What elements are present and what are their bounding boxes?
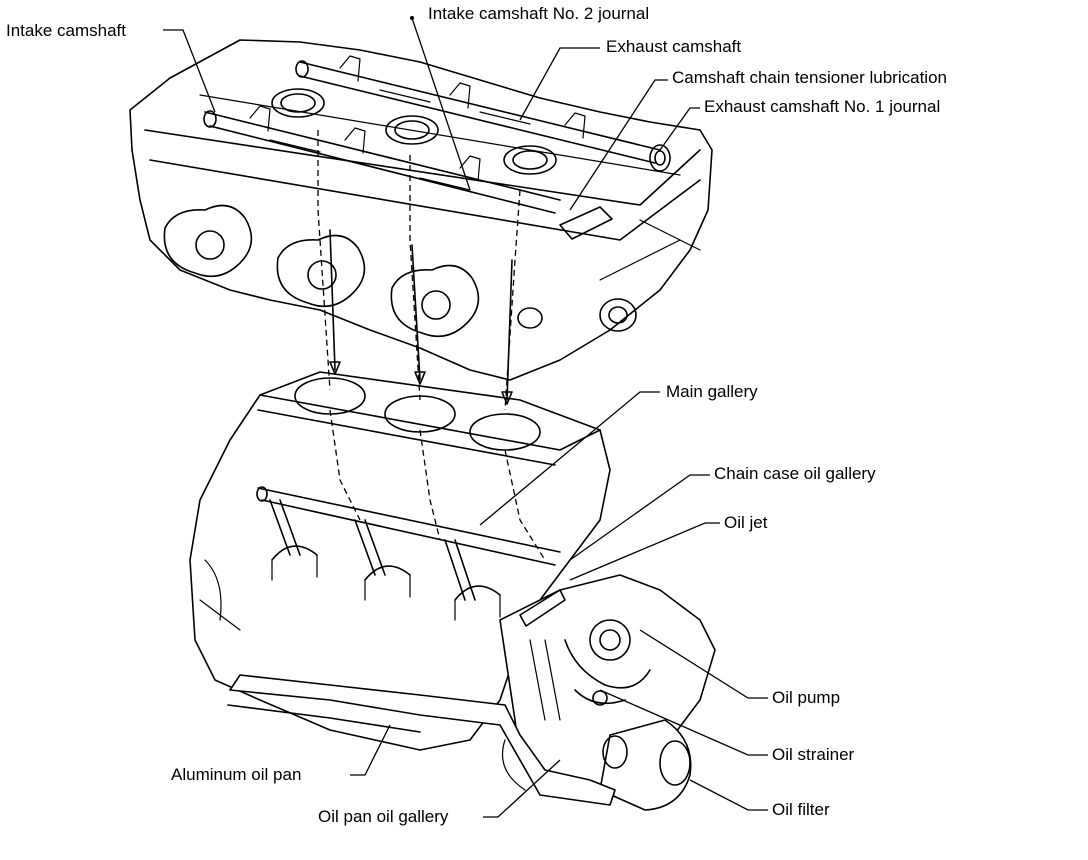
label-oil-strainer: Oil strainer bbox=[772, 745, 855, 764]
label-main-gallery: Main gallery bbox=[666, 382, 758, 401]
label-exhaust-camshaft-no1-journal: Exhaust camshaft No. 1 journal bbox=[704, 97, 940, 116]
label-camshaft-chain-tensioner-lubrication: Camshaft chain tensioner lubrication bbox=[672, 68, 947, 87]
flow-arrows bbox=[329, 229, 513, 405]
label-intake-camshaft: Intake camshaft bbox=[6, 21, 126, 40]
label-aluminum-oil-pan: Aluminum oil pan bbox=[171, 765, 301, 784]
oil-passages bbox=[317, 130, 546, 561]
label-oil-jet: Oil jet bbox=[724, 513, 768, 532]
label-chain-case-oil-gallery: Chain case oil gallery bbox=[714, 464, 876, 483]
leader-lines bbox=[163, 16, 768, 818]
label-exhaust-camshaft: Exhaust camshaft bbox=[606, 37, 741, 56]
front-cover bbox=[499, 574, 716, 811]
label-oil-pump: Oil pump bbox=[772, 688, 840, 707]
cylinder-head bbox=[129, 39, 713, 381]
label-oil-pan-oil-gallery: Oil pan oil gallery bbox=[318, 807, 449, 826]
label-oil-filter: Oil filter bbox=[772, 800, 830, 819]
oil-pan bbox=[227, 674, 616, 806]
label-intake-camshaft-no2-journal: Intake camshaft No. 2 journal bbox=[428, 4, 649, 23]
